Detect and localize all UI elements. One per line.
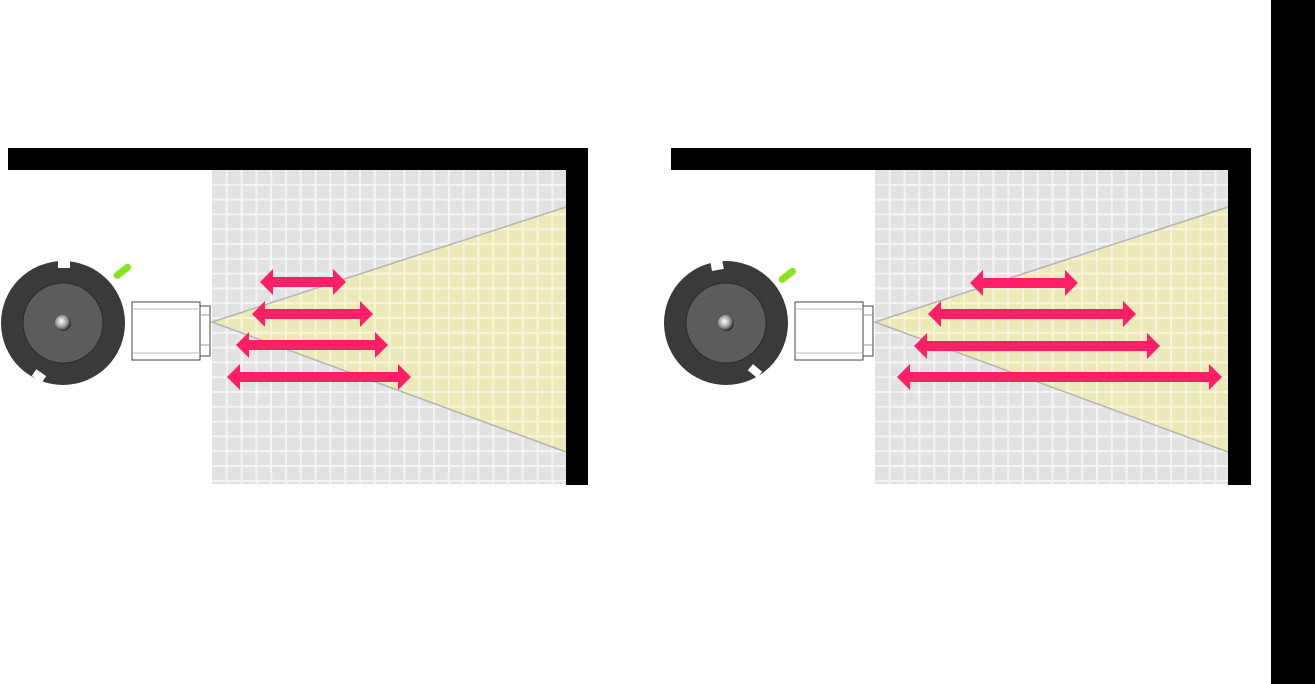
side-wall — [1228, 148, 1251, 485]
rotary-sensor-icon — [664, 260, 788, 385]
panel-wide-range — [664, 148, 1251, 485]
status-led-icon — [777, 266, 797, 284]
side-wall — [566, 148, 588, 485]
top-wall — [8, 148, 588, 170]
rotary-sensor-icon — [1, 259, 125, 385]
panel-narrow-range — [1, 148, 588, 485]
lens-barrel-icon — [795, 302, 873, 360]
top-wall — [671, 148, 1251, 170]
status-led-icon — [112, 262, 132, 280]
right-edge-bar — [1271, 0, 1315, 684]
lens-barrel-icon — [132, 302, 210, 360]
